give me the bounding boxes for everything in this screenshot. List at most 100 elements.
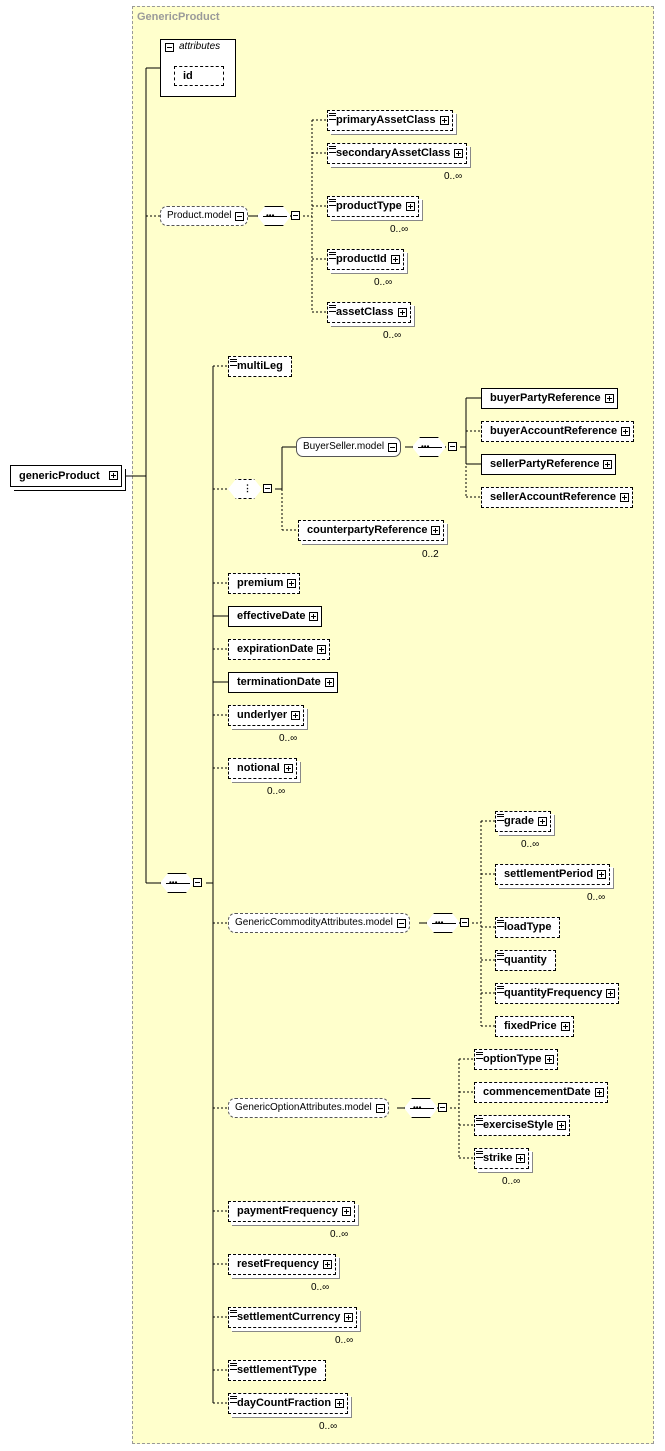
element-settlement-type[interactable]: settlementType bbox=[228, 1360, 326, 1381]
element-type-icon bbox=[329, 199, 336, 206]
attribute-id[interactable]: id bbox=[174, 66, 224, 86]
expand-icon[interactable] bbox=[619, 493, 629, 502]
collapse-icon[interactable] bbox=[438, 1103, 447, 1112]
commodity-sequence[interactable] bbox=[426, 913, 460, 933]
collapse-icon[interactable] bbox=[448, 442, 457, 451]
element-buyer-account-reference[interactable]: buyerAccountReference bbox=[481, 421, 635, 442]
generic-product-root[interactable]: genericProduct bbox=[10, 465, 122, 487]
element-load-type[interactable]: loadType bbox=[495, 917, 561, 938]
element-label: sellerAccountReference bbox=[490, 491, 616, 503]
element-seller-account-reference[interactable]: sellerAccountReference bbox=[481, 487, 633, 508]
expand-icon[interactable] bbox=[606, 989, 616, 998]
expand-icon[interactable] bbox=[594, 1088, 604, 1097]
element-premium[interactable]: premium bbox=[228, 573, 301, 594]
element-type-icon bbox=[230, 1310, 237, 1317]
element-grade[interactable]: grade bbox=[495, 811, 551, 832]
element-product-id[interactable]: productId bbox=[327, 249, 404, 270]
product-model-sequence[interactable] bbox=[257, 206, 291, 226]
expand-icon[interactable] bbox=[109, 471, 118, 480]
expand-icon[interactable] bbox=[454, 149, 464, 158]
expand-icon[interactable] bbox=[537, 817, 547, 826]
element-label: buyerAccountReference bbox=[490, 425, 618, 437]
element-secondary-asset-class[interactable]: secondaryAssetClass bbox=[327, 143, 468, 164]
element-seller-party-reference[interactable]: sellerPartyReference bbox=[481, 454, 617, 475]
expand-icon[interactable] bbox=[309, 612, 319, 621]
element-notional[interactable]: notional bbox=[228, 758, 297, 779]
expand-icon[interactable] bbox=[604, 394, 614, 403]
element-expiration-date[interactable]: expirationDate bbox=[228, 639, 331, 660]
element-primary-asset-class[interactable]: primaryAssetClass bbox=[327, 110, 453, 131]
element-effective-date[interactable]: effectiveDate bbox=[228, 606, 323, 627]
element-fixed-price[interactable]: fixedPrice bbox=[495, 1016, 574, 1037]
collapse-icon[interactable] bbox=[396, 919, 406, 928]
collapse-icon[interactable] bbox=[375, 1104, 385, 1113]
collapse-icon[interactable] bbox=[165, 43, 174, 52]
expand-icon[interactable] bbox=[557, 1121, 567, 1130]
element-product-type[interactable]: productType bbox=[327, 196, 419, 217]
element-exercise-style[interactable]: exerciseStyle bbox=[474, 1115, 571, 1136]
expand-icon[interactable] bbox=[341, 1207, 351, 1216]
expand-icon[interactable] bbox=[545, 1055, 555, 1064]
collapse-icon[interactable] bbox=[388, 443, 398, 452]
expand-icon[interactable] bbox=[291, 711, 301, 720]
element-quantity[interactable]: quantity bbox=[495, 950, 556, 971]
option-sequence[interactable] bbox=[404, 1098, 438, 1118]
expand-icon[interactable] bbox=[335, 1399, 345, 1408]
element-quantity-frequency[interactable]: quantityFrequency bbox=[495, 983, 620, 1004]
cardinality-label: 0..∞ bbox=[311, 1282, 330, 1293]
collapse-icon[interactable] bbox=[235, 212, 245, 221]
element-settlement-currency[interactable]: settlementCurrency bbox=[228, 1307, 358, 1328]
element-multi-leg[interactable]: multiLeg bbox=[228, 356, 292, 377]
expand-icon[interactable] bbox=[287, 579, 297, 588]
option-attributes-model-group[interactable]: GenericOptionAttributes.model bbox=[228, 1098, 389, 1118]
buyer-seller-sequence[interactable] bbox=[412, 437, 446, 457]
element-option-type[interactable]: optionType bbox=[474, 1049, 559, 1070]
choice-compositor[interactable] bbox=[228, 479, 262, 499]
element-strike[interactable]: strike bbox=[474, 1148, 530, 1169]
expand-icon[interactable] bbox=[431, 526, 441, 535]
collapse-icon[interactable] bbox=[193, 878, 202, 887]
expand-icon[interactable] bbox=[603, 460, 613, 469]
element-label: settlementType bbox=[237, 1364, 317, 1376]
element-type-icon bbox=[230, 1396, 237, 1403]
expand-icon[interactable] bbox=[597, 870, 607, 879]
collapse-icon[interactable] bbox=[460, 918, 469, 927]
expand-icon[interactable] bbox=[397, 308, 407, 317]
element-counterparty-reference[interactable]: counterpartyReference bbox=[298, 520, 445, 541]
element-label: notional bbox=[237, 762, 280, 774]
element-reset-frequency[interactable]: resetFrequency bbox=[228, 1254, 336, 1275]
buyer-seller-model-group[interactable]: BuyerSeller.model bbox=[296, 437, 402, 457]
expand-icon[interactable] bbox=[324, 678, 334, 687]
element-settlement-period[interactable]: settlementPeriod bbox=[495, 864, 611, 885]
element-label: multiLeg bbox=[237, 360, 283, 372]
element-label: assetClass bbox=[336, 306, 394, 318]
element-commencement-date[interactable]: commencementDate bbox=[474, 1082, 608, 1103]
collapse-icon[interactable] bbox=[291, 211, 300, 220]
group-label: GenericOptionAttributes.model bbox=[235, 1102, 372, 1113]
expand-icon[interactable] bbox=[560, 1022, 570, 1031]
element-label: commencementDate bbox=[483, 1086, 591, 1098]
group-label: GenericCommodityAttributes.model bbox=[235, 917, 393, 928]
expand-icon[interactable] bbox=[317, 645, 327, 654]
expand-icon[interactable] bbox=[439, 116, 449, 125]
expand-icon[interactable] bbox=[516, 1154, 526, 1163]
expand-icon[interactable] bbox=[344, 1313, 354, 1322]
expand-icon[interactable] bbox=[322, 1260, 332, 1269]
expand-icon[interactable] bbox=[390, 255, 400, 264]
element-termination-date[interactable]: terminationDate bbox=[228, 672, 338, 693]
element-buyer-party-reference[interactable]: buyerPartyReference bbox=[481, 388, 618, 409]
element-day-count-fraction[interactable]: dayCountFraction bbox=[228, 1393, 349, 1414]
expand-icon[interactable] bbox=[621, 427, 631, 436]
group-label: BuyerSeller.model bbox=[303, 441, 385, 452]
commodity-attributes-model-group[interactable]: GenericCommodityAttributes.model bbox=[228, 913, 410, 933]
element-underlyer[interactable]: underlyer bbox=[228, 705, 305, 726]
element-type-icon bbox=[497, 814, 504, 821]
element-label: expirationDate bbox=[237, 643, 314, 655]
product-model-group[interactable]: Product.model bbox=[160, 206, 249, 226]
cardinality-label: 0..∞ bbox=[330, 1229, 349, 1240]
expand-icon[interactable] bbox=[405, 202, 415, 211]
expand-icon[interactable] bbox=[283, 764, 293, 773]
collapse-icon[interactable] bbox=[263, 484, 272, 493]
element-payment-frequency[interactable]: paymentFrequency bbox=[228, 1201, 355, 1222]
element-asset-class[interactable]: assetClass bbox=[327, 302, 411, 323]
